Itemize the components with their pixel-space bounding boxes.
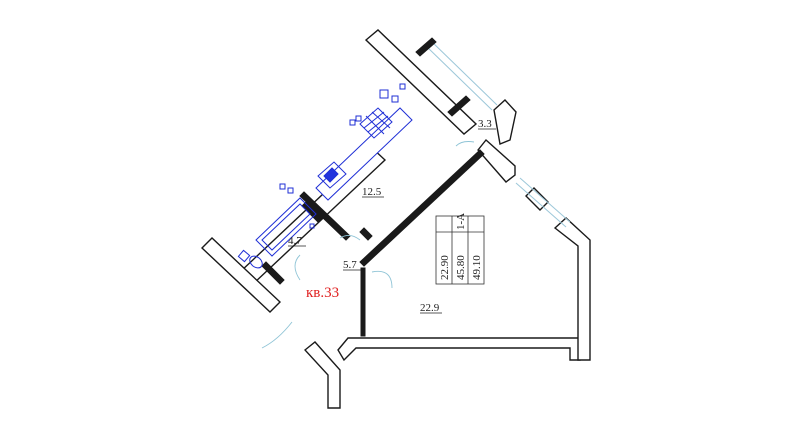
room-area-balcony: 3.3 (478, 118, 492, 130)
apartment-label: кв.33 (306, 285, 339, 301)
kitchen-fixtures (315, 83, 413, 201)
area-row-3: 49.10 (471, 255, 483, 280)
room-area-bathroom: 4.7 (288, 235, 302, 247)
room-area-kitchen: 12.5 (362, 186, 382, 198)
area-row-1: 22.90 (439, 255, 451, 280)
room-area-living: 22.9 (420, 302, 440, 314)
room-area-hall: 5.7 (343, 259, 357, 271)
toilet-icon (237, 249, 263, 269)
apartment-type: 1-А (455, 213, 467, 230)
room-labels: 3.3 12.5 4.7 5.7 22.9 (288, 118, 496, 314)
area-table: 22.90 45.80 49.10 1-А (435, 213, 485, 285)
bathtub-icon (255, 197, 317, 257)
walls (200, 29, 591, 409)
sink-icon (317, 161, 347, 189)
area-row-2: 45.80 (455, 255, 467, 280)
inner-walls (261, 149, 485, 337)
bathroom-fixtures (237, 183, 317, 269)
stove-icon (359, 107, 393, 139)
doors (261, 141, 475, 349)
